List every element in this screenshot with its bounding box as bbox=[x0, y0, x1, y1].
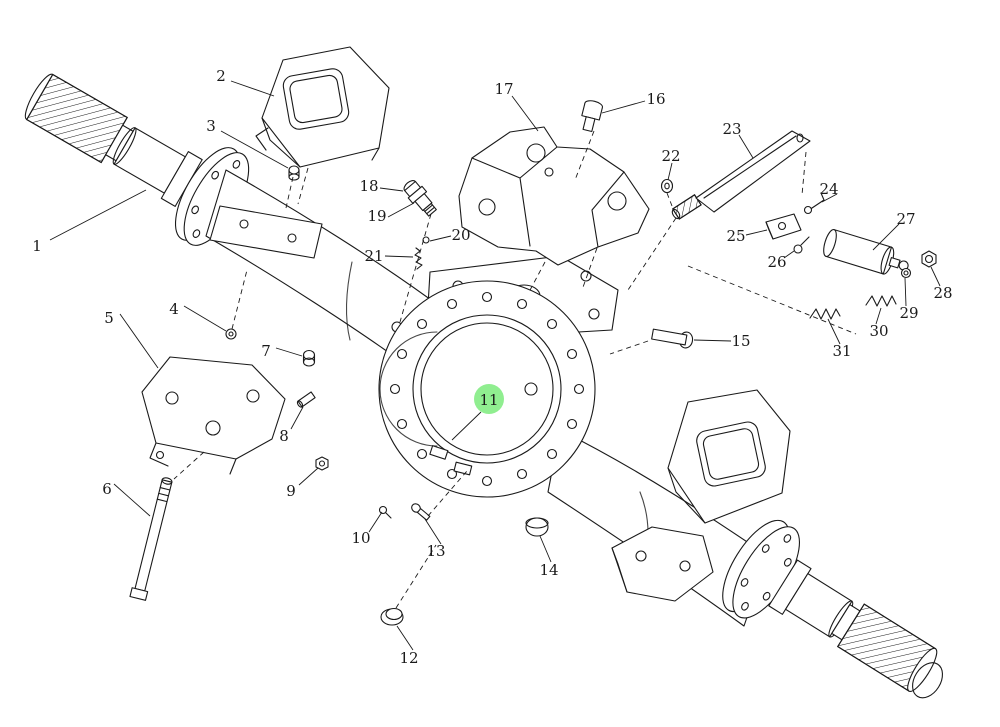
part-20-washer bbox=[422, 236, 430, 244]
callout-19: 19 bbox=[367, 207, 386, 225]
part-30-spring bbox=[865, 295, 897, 307]
part-23-lever bbox=[671, 130, 811, 220]
callout-25: 25 bbox=[726, 227, 745, 245]
callout-18: 18 bbox=[359, 177, 378, 195]
part-bracket-left-lower bbox=[141, 356, 286, 475]
callout-13: 13 bbox=[426, 542, 445, 560]
dashed-lines bbox=[173, 130, 857, 609]
callout-31: 31 bbox=[832, 342, 851, 360]
part-13-bolt bbox=[411, 503, 431, 521]
part-10-pin bbox=[378, 505, 392, 519]
callout-22: 22 bbox=[661, 147, 680, 165]
highlight-circle-11 bbox=[474, 384, 504, 414]
callout-23: 23 bbox=[722, 120, 741, 138]
callout-10: 10 bbox=[351, 529, 370, 547]
callout-4: 4 bbox=[169, 300, 179, 318]
part-18-sensor bbox=[403, 180, 437, 217]
callout-3: 3 bbox=[206, 117, 216, 135]
callout-15: 15 bbox=[731, 332, 750, 350]
callout-11: 11 bbox=[479, 391, 498, 409]
callout-24: 24 bbox=[819, 180, 838, 198]
part-26-pin bbox=[793, 236, 810, 254]
part-8-pin bbox=[296, 391, 316, 408]
callout-7: 7 bbox=[261, 342, 271, 360]
part-bracket-right-spring bbox=[667, 389, 791, 524]
part-25-bracket bbox=[765, 213, 802, 240]
part-12-grommet bbox=[380, 607, 404, 626]
part-29-washer bbox=[900, 267, 912, 279]
part-6-long-bolt bbox=[129, 477, 173, 601]
part-bracket-top bbox=[255, 46, 390, 168]
callout-26: 26 bbox=[767, 253, 786, 271]
callout-17: 17 bbox=[494, 80, 513, 98]
callout-27: 27 bbox=[896, 210, 915, 228]
diagram-art bbox=[24, 46, 943, 699]
part-16-bolt bbox=[581, 100, 604, 133]
callout-14: 14 bbox=[539, 561, 558, 579]
callout-16: 16 bbox=[646, 90, 665, 108]
leader-lines bbox=[49, 80, 941, 651]
part-14-plug bbox=[525, 517, 549, 537]
callout-9: 9 bbox=[286, 482, 296, 500]
callout-5: 5 bbox=[104, 309, 114, 327]
part-15-bolt bbox=[651, 328, 694, 349]
part-axle-shaft-right bbox=[722, 519, 943, 699]
callout-1: 1 bbox=[32, 237, 42, 255]
part-31-spring bbox=[809, 308, 841, 320]
part-7-nut bbox=[302, 349, 316, 367]
callout-28: 28 bbox=[933, 284, 952, 302]
callouts: 1 2 3 4 5 6 7 8 9 10 11 12 13 14 15 16 1… bbox=[32, 67, 952, 667]
part-bracket-lower-right bbox=[611, 526, 714, 602]
part-bracket-upper bbox=[458, 126, 650, 266]
callout-2: 2 bbox=[216, 67, 226, 85]
callout-20: 20 bbox=[451, 226, 470, 244]
callout-30: 30 bbox=[869, 322, 888, 340]
callout-29: 29 bbox=[899, 304, 918, 322]
part-27-cylinder bbox=[823, 228, 909, 275]
part-22-ring bbox=[660, 178, 674, 194]
callout-21: 21 bbox=[364, 247, 383, 265]
part-3-plug bbox=[288, 165, 300, 181]
part-24-pin bbox=[803, 192, 825, 215]
callout-12: 12 bbox=[399, 649, 418, 667]
part-9-nut bbox=[315, 456, 329, 471]
callout-6: 6 bbox=[102, 480, 112, 498]
part-4-bolt bbox=[225, 328, 237, 340]
part-28-nut bbox=[921, 250, 937, 268]
part-mount-plate bbox=[209, 205, 323, 259]
callout-8: 8 bbox=[279, 427, 289, 445]
